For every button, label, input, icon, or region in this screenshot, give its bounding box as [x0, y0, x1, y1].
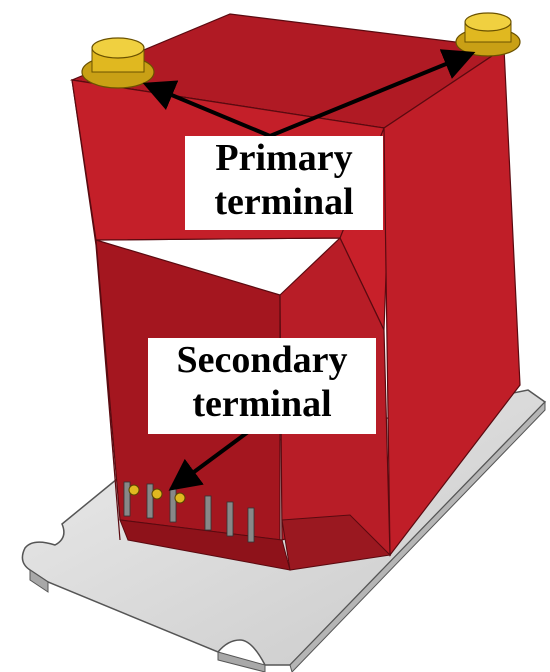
secondary-terminal-strip	[123, 481, 255, 543]
secondary-arrow	[168, 430, 250, 491]
primary-arrows	[142, 49, 476, 138]
primary-label-line1: Primary	[215, 137, 353, 179]
secondary-terminal-label: Secondary terminal	[148, 338, 376, 434]
primary-terminal-left	[81, 37, 155, 89]
primary-terminal-label: Primary terminal	[185, 136, 383, 230]
secondary-label-line1: Secondary	[176, 339, 348, 381]
secondary-label-line2: terminal	[192, 383, 332, 425]
primary-terminal-right	[455, 12, 521, 57]
primary-label-line2: terminal	[214, 181, 354, 223]
